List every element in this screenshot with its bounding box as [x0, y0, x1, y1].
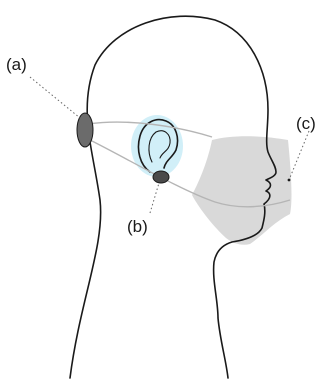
leader-dot-c	[288, 179, 291, 182]
earpiece-b	[153, 171, 169, 183]
label-c: (c)	[296, 114, 316, 133]
label-b: (b)	[127, 217, 148, 236]
face-mask-shape	[192, 136, 291, 245]
leader-line-b	[150, 183, 159, 213]
leader-line-a	[30, 77, 80, 118]
leader-line-c	[289, 131, 309, 180]
label-a: (a)	[6, 55, 27, 74]
